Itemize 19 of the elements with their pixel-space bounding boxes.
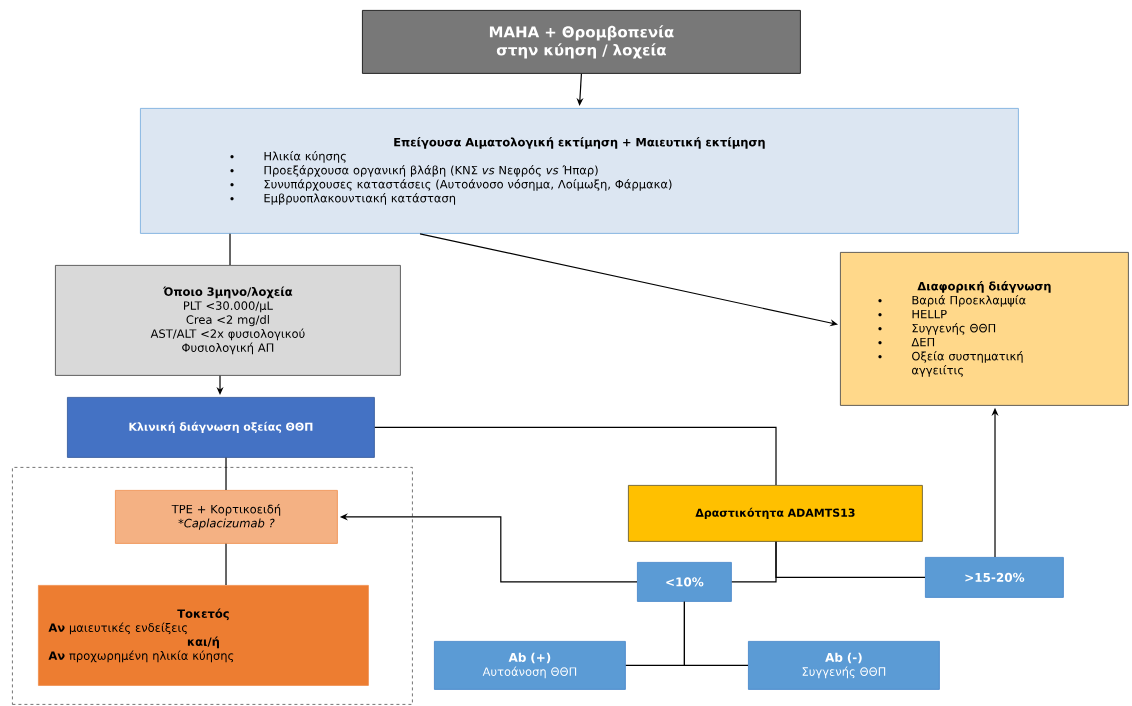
connector-line — [683, 601, 749, 666]
title-box: MAHA + Θρομβοπενία στην κύηση / λοχεία — [362, 10, 801, 74]
connector-line — [775, 541, 926, 578]
diagnosis-box: Κλινική διάγνωση οξείας ΘΘΠ — [67, 397, 375, 458]
result-box: >15-20% — [925, 557, 1064, 598]
connector-line — [225, 543, 227, 586]
result-box: <10% — [637, 562, 732, 602]
adamts13-box: Δραστικότητα ADAMTS13 — [628, 485, 923, 542]
assessment-box: Επείγουσα Αιματολογική εκτίμηση + Μαιευτική εκτίμηση Ηλικία κύησης Προεξάρχουσα οργανική βλάβη (ΚΝΣ vs Νεφρός vs Ήπαρ) Συνυπάρχουσες καταστάσεις (Αυτοάνοσο νόσημα, Λοίμωξη, Φάρμακα) Εμβρυοπλακουντιακή κατάσταση — [140, 108, 1019, 234]
antibody-box: Ab (+) Αυτοάνοση ΘΘΠ — [434, 641, 626, 690]
treatment-box: TPE + Κορτικοειδή *Caplacizumab ? — [115, 490, 338, 544]
connector-line — [374, 426, 777, 486]
differential-box: Διαφορική διάγνωση Βαριά Προεκλαμψία HELLP Συγγενής ΘΘΠ ΔΕΠ Οξεία συστηματική αγγειίτις — [840, 252, 1129, 406]
antibody-box: Ab (-) Συγγενής ΘΘΠ — [748, 641, 940, 690]
group-frame — [12, 467, 413, 705]
delivery-box: Τοκετός Αν μαιευτικές ενδείξεις και/ή Αν προχωρημένη ηλικία κύησης — [38, 585, 369, 686]
connector-line — [229, 233, 231, 266]
connector-line — [225, 457, 227, 491]
criteria-box: Όποιο 3μηνο/λοχεία PLT <30.000/μL Crea <2 mg/dl AST/ALT <2x φυσιολογικού Φυσιολογική ΑΠ — [55, 265, 401, 376]
